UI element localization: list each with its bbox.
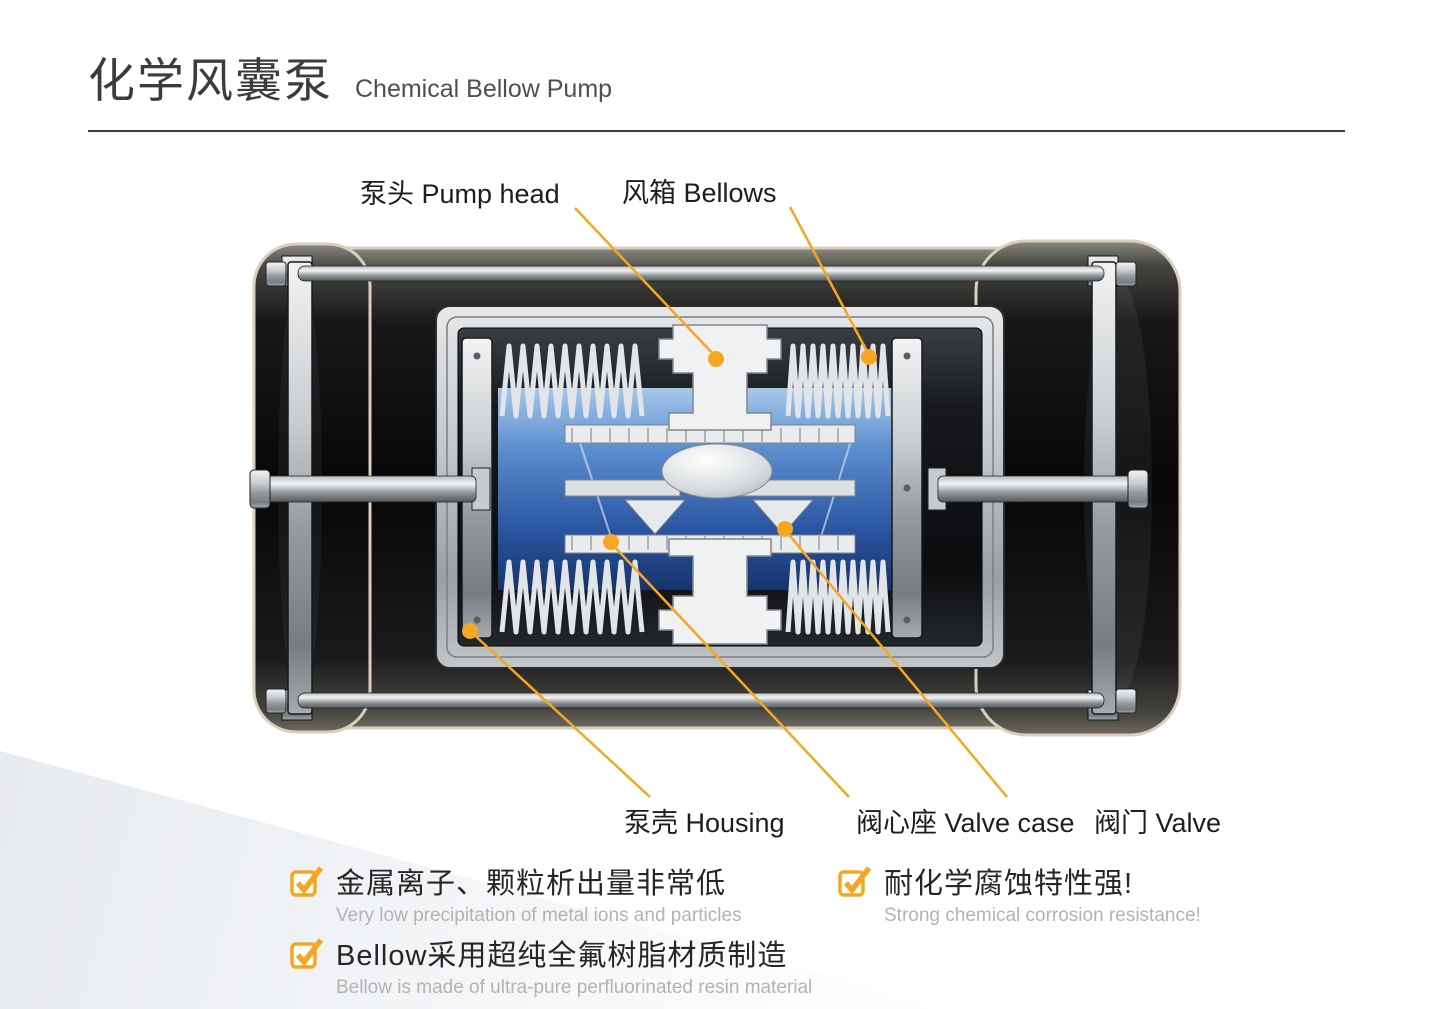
feature-text-zh: 金属离子、颗粒析出量非常低 [336,868,727,900]
feature-item-material: Bellow采用超纯全氟树脂材质制造 Bellow is made of ult… [290,932,812,999]
feature-text-zh: 耐化学腐蚀特性强! [884,868,1134,900]
checkmark-icon [838,866,872,897]
feature-text-en: Bellow is made of ultra-pure perfluorina… [336,977,813,998]
checkmark-icon [290,866,324,897]
label-pump-head: 泵头 Pump head [360,179,560,209]
checkmark-icon [290,938,324,969]
page-title-en: Chemical Bellow Pump [355,75,613,103]
feature-item-precipitation: 金属离子、颗粒析出量非常低 Very low precipitation of … [290,860,742,927]
label-housing: 泵壳 Housing [624,808,785,838]
feature-text-en: Very low precipitation of metal ions and… [336,905,742,926]
label-bellows: 风箱 Bellows [622,178,777,208]
feature-text-zh: Bellow采用超纯全氟树脂材质制造 [336,940,788,972]
page-header: 化学风囊泵 Chemical Bellow Pump [88,42,612,111]
feature-text-en: Strong chemical corrosion resistance! [884,905,1201,926]
pump-illustration [249,239,1182,737]
page-title-zh: 化学风囊泵 [88,54,333,107]
label-valve-case: 阀心座 Valve case [856,808,1075,838]
header-divider [88,130,1345,132]
feature-item-corrosion: 耐化学腐蚀特性强! Strong chemical corrosion resi… [838,860,1201,927]
pump-valve-assembly [564,424,856,554]
label-valve: 阀门 Valve [1094,808,1222,838]
pump-center-shafts [249,467,1149,511]
